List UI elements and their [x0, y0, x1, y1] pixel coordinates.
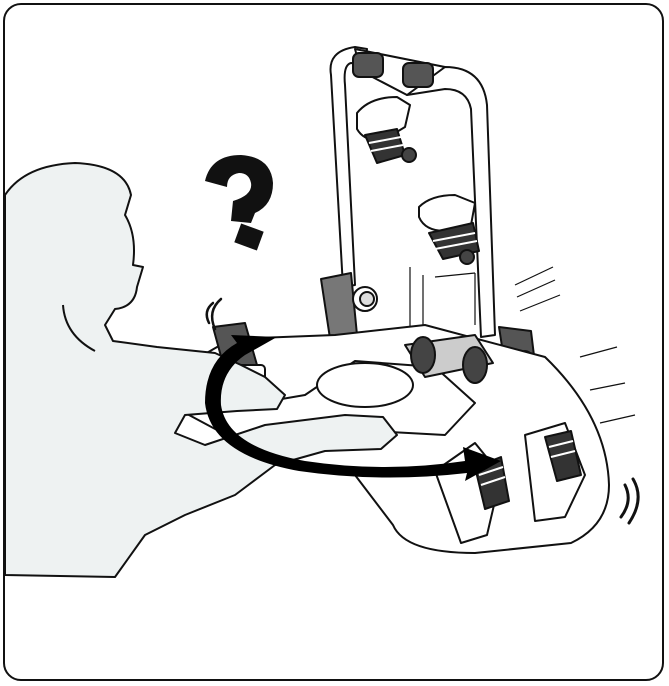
vibration-icon [621, 479, 638, 523]
question-mark-icon [205, 155, 273, 251]
instruction-panel [3, 3, 664, 681]
assembly-illustration [5, 5, 664, 681]
hand-motion-icon [207, 299, 221, 329]
